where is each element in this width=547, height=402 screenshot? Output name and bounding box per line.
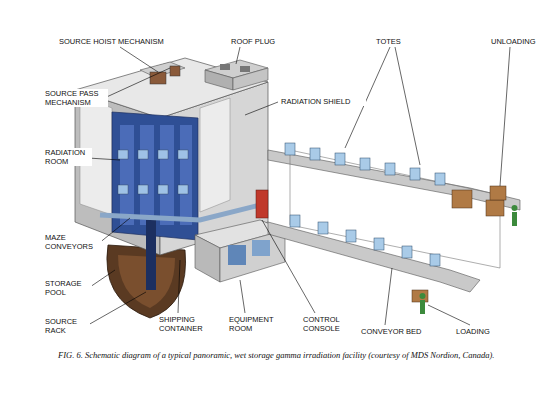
callout-label: MAZE CONVEYORS [44, 233, 102, 251]
callout-label: EQUIPMENT ROOM [228, 315, 280, 333]
callout-label: ROOF PLUG [230, 37, 292, 46]
callout-label: LOADING [455, 327, 501, 336]
callout-label: RADIATION SHIELD [280, 97, 366, 106]
callout-label: STORAGE POOL [44, 279, 92, 297]
callout-label: SOURCE HOIST MECHANISM [58, 37, 170, 46]
callout-label: SHIPPING CONTAINER [158, 315, 216, 333]
callout-label: CONVEYOR BED [360, 327, 432, 336]
callout-label: TOTES [375, 37, 417, 46]
callout-label: CONTROL CONSOLE [302, 315, 354, 333]
callout-label: SOURCE PASS MECHANISM [44, 89, 108, 107]
callout-label: SOURCE RACK [44, 317, 90, 335]
callout-label: RADIATION ROOM [44, 148, 92, 166]
callout-label: UNLOADING [490, 37, 544, 46]
figure-caption: FIG. 6. Schematic diagram of a typical p… [58, 350, 494, 360]
